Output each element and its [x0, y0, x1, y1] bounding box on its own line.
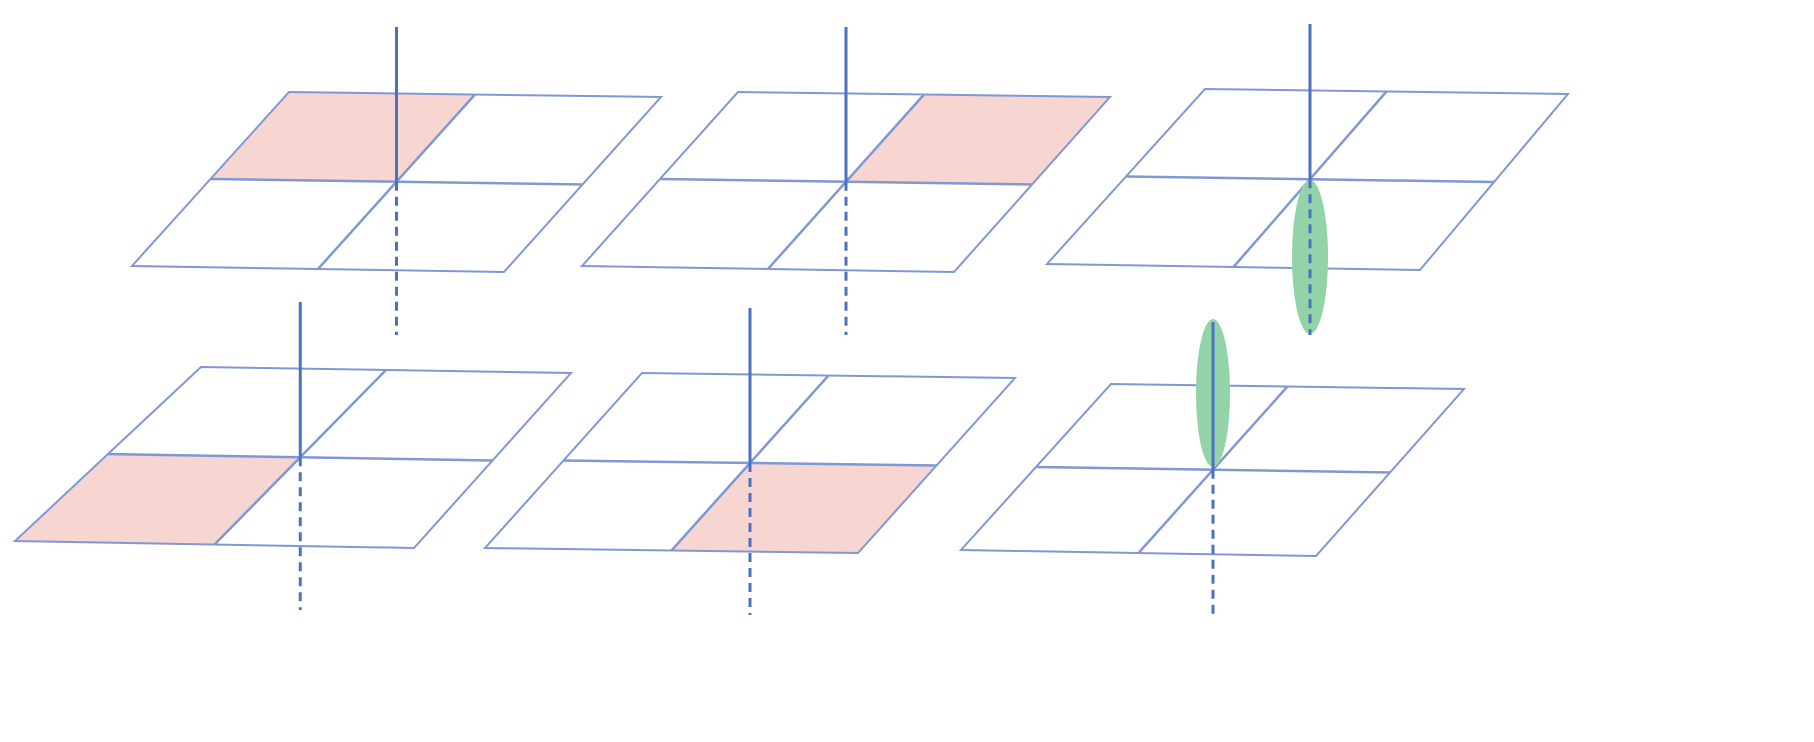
- panel-1: [129, 27, 664, 335]
- plane-outline: [579, 90, 1113, 274]
- plane-outline: [482, 371, 1018, 555]
- plane-outline: [1044, 87, 1571, 272]
- highlighted-quadrant-top-left: [210, 92, 475, 182]
- plane-outline: [12, 365, 574, 550]
- highlighted-quadrant-bottom-left: [15, 454, 301, 545]
- panel-6: [958, 319, 1467, 615]
- panel-4: [12, 302, 574, 610]
- plane-outline: [958, 382, 1467, 558]
- panel-3: [1044, 24, 1571, 335]
- panel-5: [482, 308, 1018, 615]
- highlighted-quadrant-top-right: [846, 94, 1110, 185]
- highlighted-quadrant-bottom-right: [671, 463, 937, 553]
- panel-2: [579, 27, 1113, 335]
- plane-outline: [129, 90, 664, 274]
